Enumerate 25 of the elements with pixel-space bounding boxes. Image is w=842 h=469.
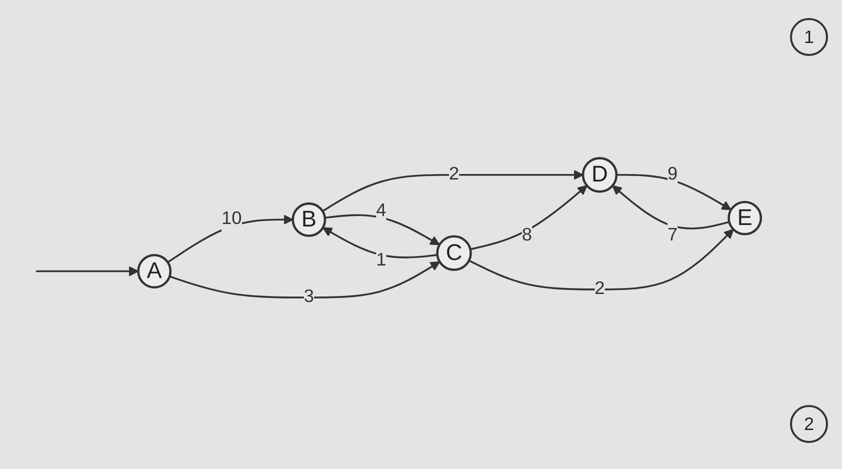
arrow: [322, 170, 584, 212]
circled-number: 2: [790, 405, 828, 443]
edge-label: 7: [668, 226, 678, 246]
node-circle: D: [582, 157, 618, 193]
arrow: [322, 227, 438, 258]
node-circle: B: [292, 202, 326, 237]
edge-label: 8: [522, 226, 532, 246]
arrow: [36, 266, 139, 276]
node-circle: A: [137, 254, 172, 288]
node-circle: E: [728, 200, 762, 236]
edge-label: 2: [448, 164, 460, 184]
circled-number: 1: [790, 18, 828, 56]
arrow: [612, 185, 730, 230]
edge-label: 10: [222, 209, 242, 229]
arrow: [616, 174, 732, 210]
arrow: [324, 214, 440, 246]
arrow: [468, 228, 734, 290]
edge-label: 2: [594, 279, 605, 298]
edge-label: 9: [668, 164, 678, 184]
edge-label: 4: [376, 201, 386, 220]
node-circle: C: [436, 235, 472, 271]
arrow: [169, 261, 440, 298]
edge-label: 3: [304, 287, 314, 307]
edge-label: 1: [376, 250, 386, 270]
arrow: [470, 185, 588, 250]
